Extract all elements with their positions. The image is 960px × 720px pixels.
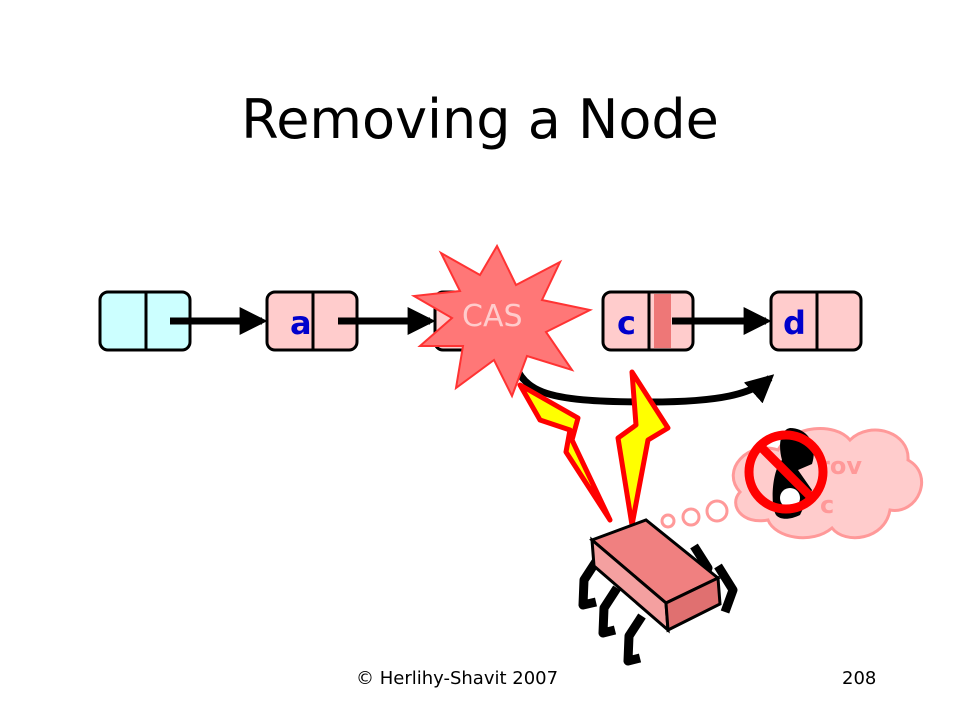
- processor-chip-icon: [578, 518, 738, 666]
- list-node-c: c: [601, 290, 695, 352]
- list-node-d: d: [769, 290, 863, 352]
- node-label-d: d: [783, 304, 806, 342]
- lightning-bolt-icon: [615, 369, 671, 528]
- thought-text-2: c: [820, 491, 834, 519]
- slide-title: Removing a Node: [241, 88, 719, 151]
- node-label-c: c: [617, 304, 636, 342]
- footer-copyright: © Herlihy-Shavit 2007: [356, 668, 559, 689]
- cas-burst: CAS: [410, 243, 594, 399]
- marked-bit: [654, 294, 671, 348]
- lightning-bolt-icon: [517, 382, 613, 523]
- cas-label: CAS: [462, 299, 523, 334]
- node-label-a: a: [290, 304, 312, 342]
- prohibition-icon: [744, 430, 828, 514]
- page-number: 208: [842, 668, 877, 689]
